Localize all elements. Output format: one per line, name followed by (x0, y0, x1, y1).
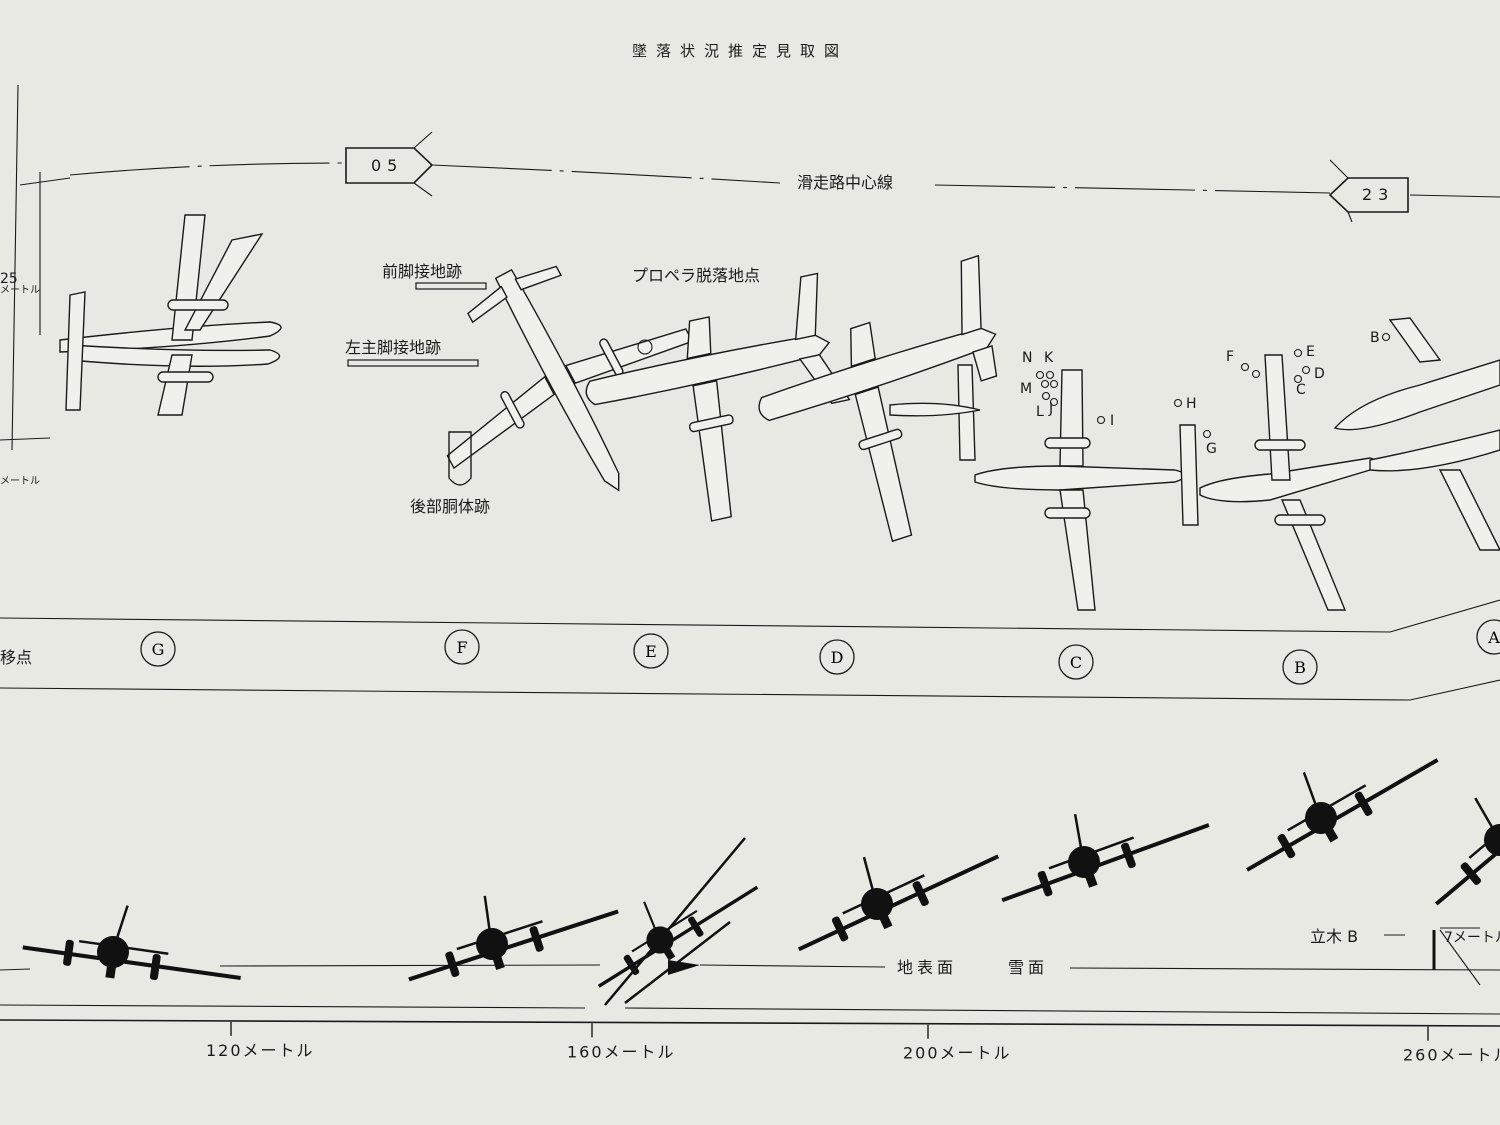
propeller-drop-point (637, 339, 653, 355)
ground-marks: 前脚接地跡 左主脚接地跡 後部胴体跡 プロペラ脱落地点 (345, 262, 760, 516)
front-silhouette (1246, 758, 1439, 872)
plan-aircraft-c (974, 369, 1199, 611)
heading-05-label: 05 (371, 156, 403, 175)
debris-h: H (1186, 396, 1197, 412)
left-main-gear-mark (347, 359, 479, 367)
position-d: D (819, 639, 855, 675)
distance-tick-label: 160メートル (567, 1042, 676, 1061)
distance-tick-label: 260メートル (1403, 1046, 1500, 1065)
debris-e: E (1306, 344, 1315, 360)
nose-gear-mark-label: 前脚接地跡 (382, 262, 462, 281)
rear-fuselage-label: 後部胴体跡 (410, 497, 490, 516)
plan-aircraft-g (59, 214, 282, 416)
dimension-lines: 25 メートル メートル (0, 84, 71, 487)
plan-aircraft-d-tail (889, 364, 981, 461)
breakup-strokes (604, 837, 746, 1006)
nose-gear-mark (415, 282, 487, 290)
position-b: B (1282, 649, 1318, 685)
distance-ticks: 120メートル 160メートル 200メートル 260メートル (206, 1021, 1500, 1065)
position-e: E (633, 633, 669, 669)
position-band: 移点 G F E D C B A (0, 599, 1500, 701)
front-silhouette (797, 854, 1000, 952)
debris-d: D (1314, 366, 1325, 382)
debris-group-4: B (1370, 330, 1391, 346)
position-label-f: F (456, 638, 467, 657)
rear-fuselage-mark (448, 431, 472, 486)
position-label-a: A (1487, 628, 1500, 647)
transition-label: 移点 (0, 648, 32, 667)
position-markers: G F E D C B A (140, 619, 1500, 685)
distance-tick-label: 200メートル (903, 1044, 1012, 1063)
position-label-c: C (1070, 653, 1082, 672)
debris-j: J (1048, 401, 1053, 417)
distance-scale: 120メートル 160メートル 200メートル 260メートル (0, 1019, 1500, 1065)
width-value-label: 25 (0, 271, 18, 287)
width-unit-label: メートル (0, 285, 40, 296)
plan-aircraft-a (1333, 317, 1500, 551)
centerline-label: 滑走路中心線 (797, 173, 893, 192)
plan-aircraft-e (585, 272, 851, 522)
front-silhouette (597, 885, 759, 988)
runway-centerline: 滑走路中心線 (69, 162, 1500, 198)
distance-tick-label: 120メートル (206, 1041, 315, 1060)
front-silhouette (22, 905, 241, 981)
debris-l: L (1036, 404, 1044, 420)
ground-surface-label: 地表面 (897, 958, 957, 977)
snow-surface-label: 雪面 (1008, 958, 1048, 977)
position-c: C (1058, 644, 1094, 680)
debris-m: M (1020, 381, 1032, 397)
diagram-title: 墜落状況推定見取図 (632, 42, 848, 60)
position-label-d: D (831, 648, 844, 667)
heading-23-label: 23 (1362, 185, 1394, 204)
propeller-drop-label: プロペラ脱落地点 (632, 266, 760, 285)
front-silhouette (1001, 813, 1210, 903)
debris-group-1: N K M L J I (1020, 350, 1114, 429)
heading-23-marker: 23 (1328, 159, 1409, 223)
position-label-b: B (1294, 658, 1306, 677)
heading-05-marker: 05 (345, 131, 434, 197)
tree-height-label: 7メートル (1444, 930, 1500, 946)
debris-b: B (1370, 330, 1380, 346)
debris-k: K (1044, 350, 1054, 366)
position-a: A (1476, 619, 1500, 655)
debris-i: I (1110, 413, 1114, 429)
debris-c: C (1296, 382, 1306, 398)
plan-aircraft-f (446, 265, 694, 492)
position-f: F (444, 629, 480, 665)
debris-f: F (1226, 349, 1234, 365)
plan-aircraft-d (758, 254, 998, 543)
position-label-e: E (645, 642, 657, 661)
left-main-gear-label: 左主脚接地跡 (345, 338, 441, 357)
position-g: G (140, 631, 176, 667)
debris-n: N (1022, 350, 1032, 366)
front-silhouette (408, 895, 619, 982)
tree-b-label: 立木 B (1310, 927, 1358, 946)
side-view: 地表面 雪面 立木 B 7メートル (0, 927, 1500, 1015)
debris-g: G (1206, 441, 1217, 457)
position-label-g: G (152, 640, 165, 659)
debris-group-3: F E D C (1226, 344, 1325, 398)
debris-group-2: H G (1173, 396, 1217, 457)
lower-unit-label: メートル (0, 476, 40, 487)
plan-aircraft-b (1199, 354, 1379, 611)
front-silhouette (1434, 761, 1500, 906)
front-silhouettes (22, 758, 1500, 1006)
